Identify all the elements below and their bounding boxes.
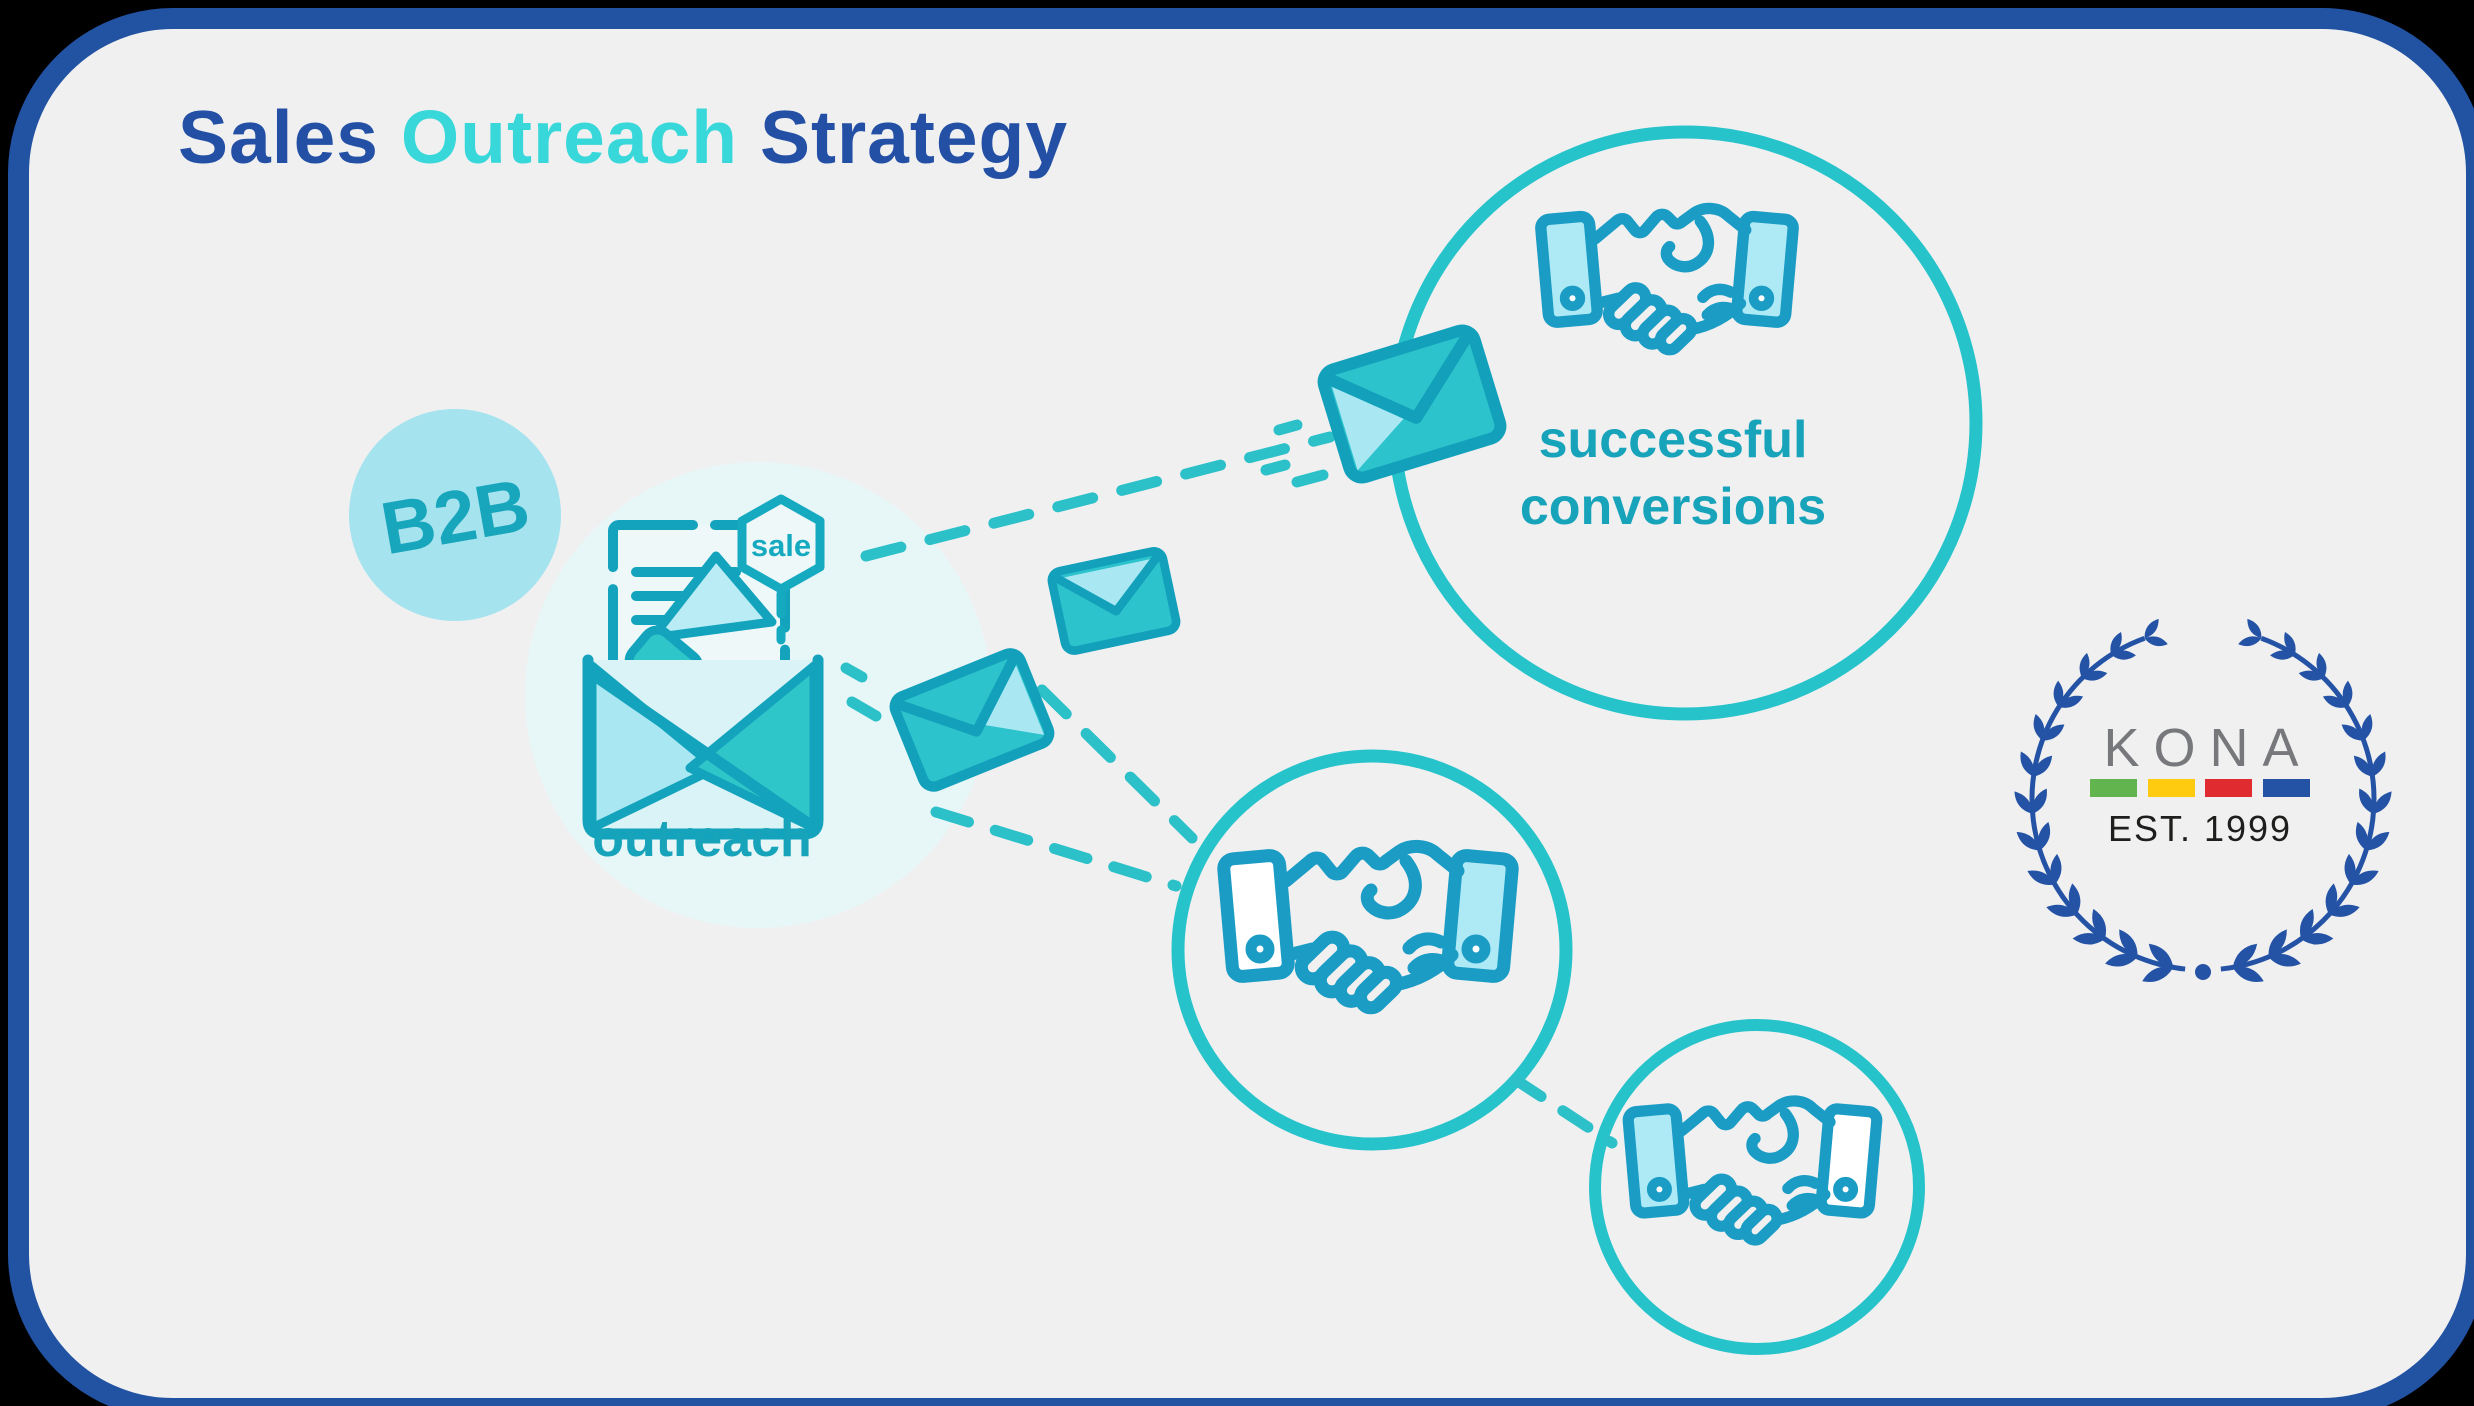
kona-brand: KONA: [2103, 718, 2312, 778]
handshake-icon-small: [1628, 1101, 1878, 1244]
kona-color-bars: [2090, 779, 2310, 797]
page-title: Sales Outreach Strategy: [178, 94, 1068, 180]
open-envelope-icon: [582, 654, 824, 840]
envelope-icon-top: [1320, 327, 1503, 481]
kona-established: EST. 1999: [2108, 808, 2292, 849]
b2b-circle: [349, 409, 561, 621]
conversion-circle-medium: [1171, 749, 1573, 1151]
motion-dashes-top-envelope: [1260, 419, 1329, 488]
conversions-label-line1: successful: [1539, 411, 1808, 469]
b2b-badge: B2B: [349, 409, 561, 621]
title-part-strategy: Strategy: [759, 95, 1069, 179]
dashed-path-outreach-to-medium-circle: [930, 806, 1182, 892]
conversions-label-line2: conversions: [1520, 478, 1826, 536]
dashed-path-to-top-envelope: [860, 431, 1336, 562]
handshake-icon-large: [1540, 208, 1794, 353]
sale-tag: sale: [737, 494, 825, 645]
conversion-circle-small: [1589, 1019, 1925, 1355]
kona-bar-blue: [2263, 779, 2310, 797]
dashed-path-envelope-to-medium-circle: [1036, 684, 1198, 844]
kona-bar-green: [2090, 779, 2137, 797]
kona-bar-yellow: [2148, 779, 2195, 797]
handshake-icon-medium: [1223, 846, 1513, 1012]
dashed-path-medium-to-small-circle: [1510, 1074, 1618, 1149]
outreach-icon: sale outreach: [582, 494, 825, 868]
kona-bar-red: [2205, 779, 2252, 797]
kona-logo: KONA EST. 1999: [2014, 618, 2392, 982]
laurel-wreath-icon: [2014, 618, 2392, 982]
outreach-label: outreach: [592, 810, 812, 868]
sale-label: sale: [751, 528, 811, 563]
envelope-icon-middle: [1050, 550, 1178, 653]
title-part-sales: Sales: [178, 95, 379, 179]
motion-dashes-bottom-envelope: [840, 662, 882, 722]
title-part-outreach: Outreach: [400, 95, 739, 179]
